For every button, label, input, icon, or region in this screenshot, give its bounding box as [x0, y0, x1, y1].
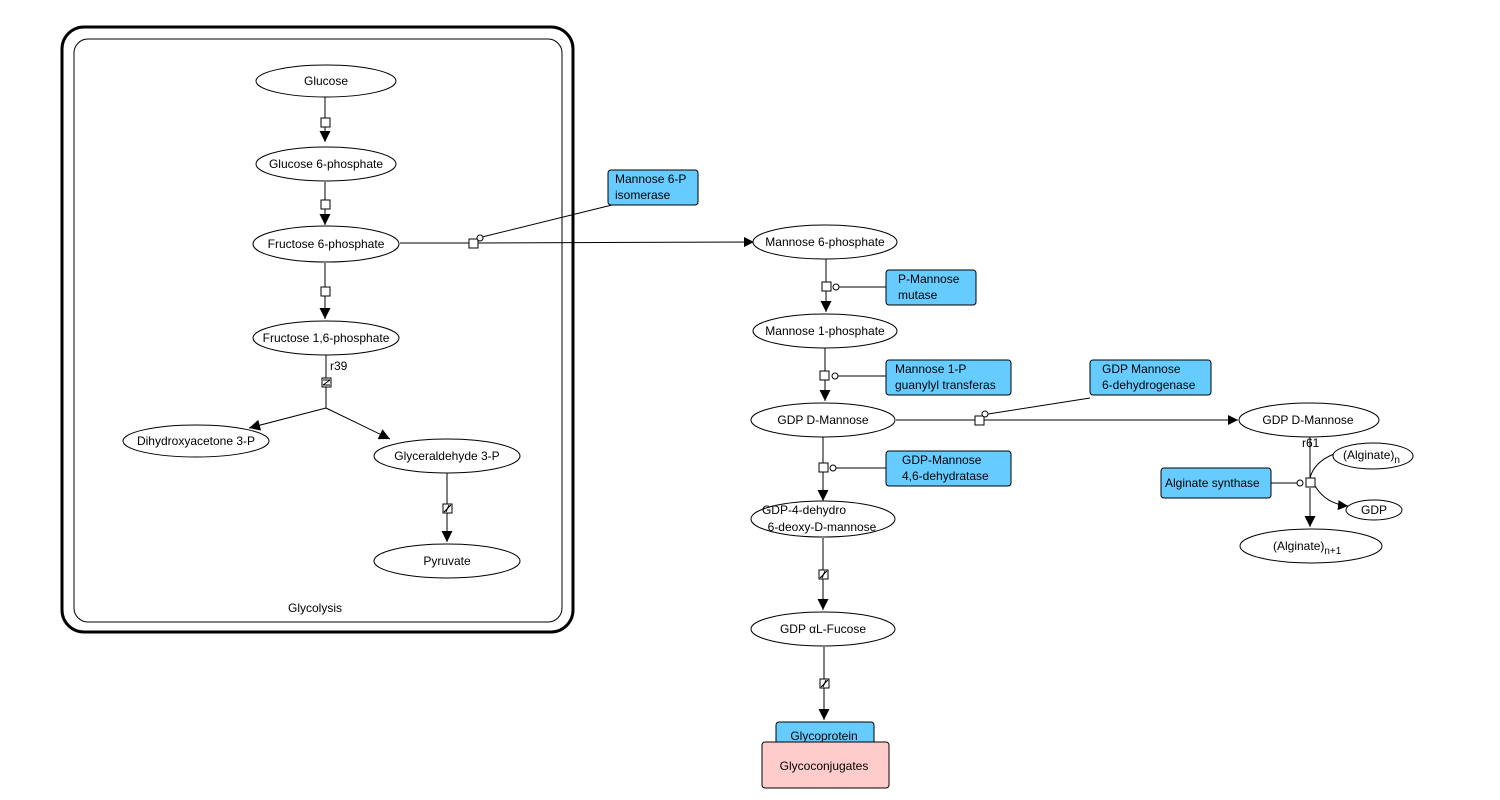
reaction-node[interactable]: [974, 415, 985, 426]
species-glucose[interactable]: Glucose: [255, 64, 397, 98]
svg-text:Mannose 1-P: Mannose 1-P: [895, 362, 966, 376]
svg-text:GDP-4-dehydro: GDP-4-dehydro: [762, 503, 846, 517]
reaction-node[interactable]: [818, 462, 829, 473]
enzyme-gdp-mannose-6-dehydrogenase[interactable]: GDP Mannose 6-dehydrogenase: [1089, 359, 1212, 396]
modifier-circle: [476, 234, 484, 242]
svg-text:Glucose 6-phosphate: Glucose 6-phosphate: [269, 157, 383, 171]
species-dihydroxyacetone-3p[interactable]: Dihydroxyacetone 3-P: [122, 424, 270, 458]
svg-text:4,6-dehydratase: 4,6-dehydratase: [902, 469, 989, 483]
modifier-circle: [832, 283, 840, 291]
svg-text:isomerase: isomerase: [615, 188, 671, 202]
species-mannose-6-phosphate[interactable]: Mannose 6-phosphate: [752, 224, 898, 260]
reaction-node[interactable]: [819, 678, 830, 689]
mannose-pathway-edges: [400, 204, 1349, 720]
reaction-node[interactable]: [320, 199, 331, 210]
enzyme-mannose-1p-guanylyl-transferase[interactable]: Mannose 1-P guanylyl transferas: [885, 359, 1012, 396]
species-gdp[interactable]: GDP: [1345, 499, 1403, 521]
reaction-node-r39[interactable]: [321, 377, 332, 388]
reaction-node[interactable]: [320, 286, 331, 297]
reaction-node[interactable]: [821, 281, 832, 292]
glycolysis-edges: [248, 97, 453, 542]
svg-text:6-dehydrogenase: 6-dehydrogenase: [1102, 378, 1196, 392]
compartment-label: Glycolysis: [288, 601, 342, 615]
reaction-node[interactable]: [320, 117, 331, 128]
species-gdp-4-dehydro-6-deoxy-d-mannose[interactable]: GDP-4-dehydro 6-deoxy-D-mannose: [750, 500, 896, 538]
svg-text:GDP D-Mannose: GDP D-Mannose: [1262, 413, 1353, 427]
svg-text:Glucose: Glucose: [304, 74, 348, 88]
enzyme-mannose-6p-isomerase[interactable]: Mannose 6-P isomerase: [607, 169, 699, 206]
svg-text:mutase: mutase: [898, 288, 938, 302]
enzyme-p-mannose-mutase[interactable]: P-Mannose mutase: [885, 269, 977, 306]
svg-text:GDP αL-Fucose: GDP αL-Fucose: [780, 622, 866, 636]
complex-glycoconjugates[interactable]: Glycoprotein Glycoconjugates: [761, 721, 890, 789]
species-glyceraldehyde-3p[interactable]: Glyceraldehyde 3-P: [373, 438, 521, 474]
svg-text:Fructose 1,6-phosphate: Fructose 1,6-phosphate: [263, 331, 390, 345]
svg-text:Mannose 1-phosphate: Mannose 1-phosphate: [765, 324, 885, 338]
modifier-circle: [981, 410, 989, 418]
species-glucose-6-phosphate[interactable]: Glucose 6-phosphate: [255, 146, 397, 182]
species-gdp-al-fucose[interactable]: GDP αL-Fucose: [750, 611, 896, 647]
modifier-circle: [1296, 479, 1304, 487]
glycolysis-compartment[interactable]: Glycolysis: [60, 25, 575, 634]
svg-text:(Alginate)n+1: (Alginate)n+1: [1273, 539, 1342, 557]
modifier-circle: [831, 372, 839, 380]
enzyme-gdp-mannose-4-6-dehydratase[interactable]: GDP-Mannose 4,6-dehydratase: [885, 450, 1012, 487]
svg-text:guanylyl transferas: guanylyl transferas: [895, 378, 996, 392]
species-fructose-1-6-phosphate[interactable]: Fructose 1,6-phosphate: [252, 320, 400, 356]
svg-text:P-Mannose: P-Mannose: [898, 272, 960, 286]
glycoprotein-label: Glycoprotein: [790, 729, 857, 743]
species-alginate-n[interactable]: (Alginate)n: [1332, 442, 1414, 470]
reaction-node[interactable]: [442, 503, 453, 514]
species-pyruvate[interactable]: Pyruvate: [373, 543, 521, 579]
svg-text:6-deoxy-D-mannose: 6-deoxy-D-mannose: [768, 520, 877, 534]
svg-text:Fructose 6-phosphate: Fructose 6-phosphate: [268, 237, 385, 251]
enzyme-alginate-synthase[interactable]: Alginate synthase: [1160, 467, 1272, 499]
svg-text:GDP-Mannose: GDP-Mannose: [902, 453, 982, 467]
svg-text:Mannose 6-phosphate: Mannose 6-phosphate: [765, 235, 885, 249]
species-gdp-d-mannose[interactable]: GDP D-Mannose: [750, 402, 896, 438]
reaction-node[interactable]: [818, 569, 829, 580]
reaction-node[interactable]: [468, 238, 479, 249]
reaction-label-r61: r61: [1302, 436, 1320, 450]
reaction-label-r39: r39: [330, 359, 348, 373]
species-mannose-1-phosphate[interactable]: Mannose 1-phosphate: [752, 313, 898, 349]
svg-text:GDP Mannose: GDP Mannose: [1102, 362, 1181, 376]
svg-text:(Alginate)n: (Alginate)n: [1343, 448, 1400, 466]
reaction-node-r61[interactable]: [1305, 477, 1316, 488]
svg-text:Dihydroxyacetone 3-P: Dihydroxyacetone 3-P: [137, 434, 255, 448]
reaction-node[interactable]: [819, 370, 830, 381]
svg-text:Mannose 6-P: Mannose 6-P: [615, 172, 686, 186]
complex-label: Glycoconjugates: [780, 759, 869, 773]
svg-text:GDP D-Mannose: GDP D-Mannose: [777, 413, 868, 427]
svg-text:Pyruvate: Pyruvate: [423, 554, 471, 568]
svg-text:Glyceraldehyde 3-P: Glyceraldehyde 3-P: [394, 449, 499, 463]
species-alginate-n-plus-1[interactable]: (Alginate)n+1: [1239, 528, 1383, 564]
svg-text:Alginate synthase: Alginate synthase: [1165, 476, 1260, 490]
species-fructose-6-phosphate[interactable]: Fructose 6-phosphate: [252, 225, 400, 263]
species-gdp-d-mannose-2[interactable]: GDP D-Mannose: [1238, 402, 1380, 438]
svg-text:GDP: GDP: [1361, 503, 1387, 517]
modifier-circle: [829, 464, 837, 472]
